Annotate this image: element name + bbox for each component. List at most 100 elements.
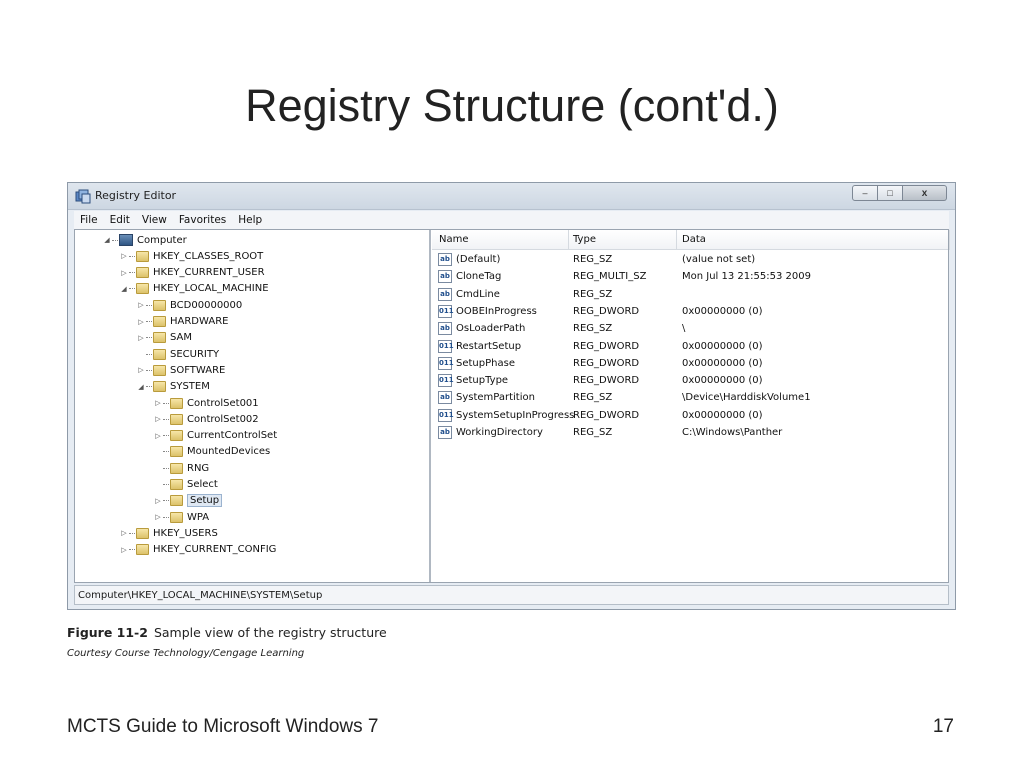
tree-item[interactable]: ▷HARDWARE (136, 314, 228, 330)
expand-arrow-icon[interactable]: ▷ (155, 431, 161, 440)
tree-item-label: SYSTEM (170, 381, 210, 393)
footer-text: MCTS Guide to Microsoft Windows 7 (67, 716, 379, 737)
slide-title: Registry Structure (cont'd.) (245, 80, 779, 131)
tree-item-label: SECURITY (170, 348, 220, 360)
column-header-type[interactable]: Type (573, 234, 596, 245)
tree-item[interactable]: ▷SAM (136, 330, 192, 346)
tree-item[interactable]: SECURITY (136, 346, 219, 362)
maximize-button[interactable]: □ (878, 185, 903, 201)
minimize-button[interactable]: – (852, 185, 878, 201)
tree-connector (163, 402, 169, 404)
expand-arrow-icon[interactable]: ▷ (121, 545, 127, 554)
value-type: REG_SZ (573, 254, 613, 265)
tree-item-label: RNG (187, 462, 210, 474)
tree-item[interactable]: ▷ HKEY_CURRENT_USER (119, 265, 265, 281)
registry-editor-window: Registry Editor – □ x File Edit View Fav… (67, 182, 956, 610)
menu-view[interactable]: View (141, 214, 167, 226)
tree-item[interactable]: ◢HKEY_LOCAL_MACHINE (119, 281, 269, 297)
binary-value-icon: 011 (438, 374, 454, 388)
expand-arrow-icon[interactable]: ▷ (155, 399, 161, 407)
string-value-icon: ab (438, 426, 452, 439)
column-header-data[interactable]: Data (682, 234, 706, 245)
menu-favorites[interactable]: Favorites (178, 214, 227, 226)
expand-arrow-icon[interactable]: ▷ (155, 415, 161, 424)
string-value-icon: ab (438, 287, 452, 301)
tree-item[interactable]: ▷ControlSet002 (153, 411, 259, 427)
menu-edit[interactable]: Edit (109, 214, 130, 226)
tree-item[interactable]: ▷ HKEY_CLASSES_ROOT (119, 248, 263, 264)
column-divider[interactable] (949, 230, 950, 250)
tree-item[interactable]: ▷BCD00000000 (136, 297, 242, 313)
expand-arrow-icon[interactable]: ▷ (121, 529, 127, 538)
tree-connector (146, 353, 152, 355)
tree-connector (163, 516, 169, 518)
regedit-app-icon (75, 189, 91, 204)
collapse-arrow-icon[interactable]: ◢ (121, 284, 127, 293)
expand-arrow-icon[interactable]: ▷ (138, 317, 144, 326)
tree-item[interactable]: ▷HKEY_CURRENT_CONFIG (119, 542, 276, 558)
folder-icon (170, 446, 183, 458)
value-type: REG_DWORD (573, 409, 640, 421)
column-header-name[interactable]: Name (439, 234, 469, 245)
value-data: 0x00000000 (0) (682, 375, 763, 387)
menu-file[interactable]: File (80, 214, 98, 226)
tree-connector (129, 272, 135, 274)
tree-item[interactable]: ◢ Computer (102, 232, 187, 248)
tree-item[interactable]: ▷ControlSet001 (153, 395, 259, 411)
value-data: 0x00000000 (0) (682, 340, 763, 352)
tree-item[interactable]: ▷CurrentControlSet (153, 428, 277, 444)
expand-arrow-icon[interactable]: ▷ (138, 333, 144, 342)
value-type: REG_SZ (573, 323, 613, 335)
tree-item[interactable]: ▷ WPA (153, 509, 209, 525)
tree-item-label: HKEY_CLASSES_ROOT (153, 250, 264, 262)
tree-item[interactable]: Select (153, 477, 218, 493)
expand-arrow-icon[interactable]: ▷ (155, 496, 161, 505)
collapse-arrow-icon[interactable]: ◢ (138, 382, 144, 391)
folder-icon (170, 397, 183, 409)
tree-item-label: Computer (137, 234, 187, 246)
tree-item-label: WPA (187, 511, 210, 523)
expand-arrow-icon[interactable]: ▷ (121, 268, 127, 277)
tree-item[interactable]: ▷Setup (153, 493, 223, 509)
folder-icon (153, 316, 166, 327)
close-button[interactable]: x (903, 185, 947, 201)
value-type: REG_SZ (573, 427, 613, 438)
tree-item[interactable]: MountedDevices (153, 444, 270, 460)
column-divider[interactable] (568, 230, 569, 250)
tree-item-label: HKEY_CURRENT_USER (153, 267, 265, 279)
column-divider[interactable] (676, 230, 677, 250)
title-bar[interactable]: Registry Editor – □ x (68, 183, 955, 210)
value-row[interactable]: ab(Default)REG_SZ(value not set) (432, 252, 948, 269)
expand-arrow-icon[interactable]: ▷ (138, 301, 144, 310)
menu-help[interactable]: Help (238, 214, 263, 226)
value-name: SetupPhase (456, 357, 515, 369)
status-bar: Computer\HKEY_LOCAL_MACHINE\SYSTEM\Setup (74, 585, 949, 605)
client-area: ◢Computer▷HKEY_CLASSES_ROOT▷HKEY_CURRENT… (74, 229, 950, 583)
list-header: Name Type Data (432, 230, 950, 250)
tree-connector (129, 288, 135, 290)
tree-item[interactable]: ▷HKEY_USERS (119, 525, 218, 541)
tree-item[interactable]: ◢ SYSTEM (136, 379, 210, 395)
values-list-pane: Name Type Data ab(Default)REG_SZ(value n… (432, 230, 950, 582)
collapse-arrow-icon[interactable]: ◢ (104, 236, 110, 244)
expand-arrow-icon[interactable]: ▷ (138, 366, 144, 375)
folder-icon (170, 495, 183, 507)
tree-item[interactable]: RNG (153, 460, 209, 476)
tree-connector (163, 500, 169, 502)
expand-arrow-icon[interactable]: ▷ (121, 252, 127, 261)
tree-item[interactable]: ▷SOFTWARE (136, 362, 225, 378)
folder-icon (170, 479, 183, 490)
tree-connector (163, 467, 169, 469)
expand-arrow-icon[interactable]: ▷ (155, 513, 161, 522)
value-type: REG_DWORD (573, 357, 640, 369)
